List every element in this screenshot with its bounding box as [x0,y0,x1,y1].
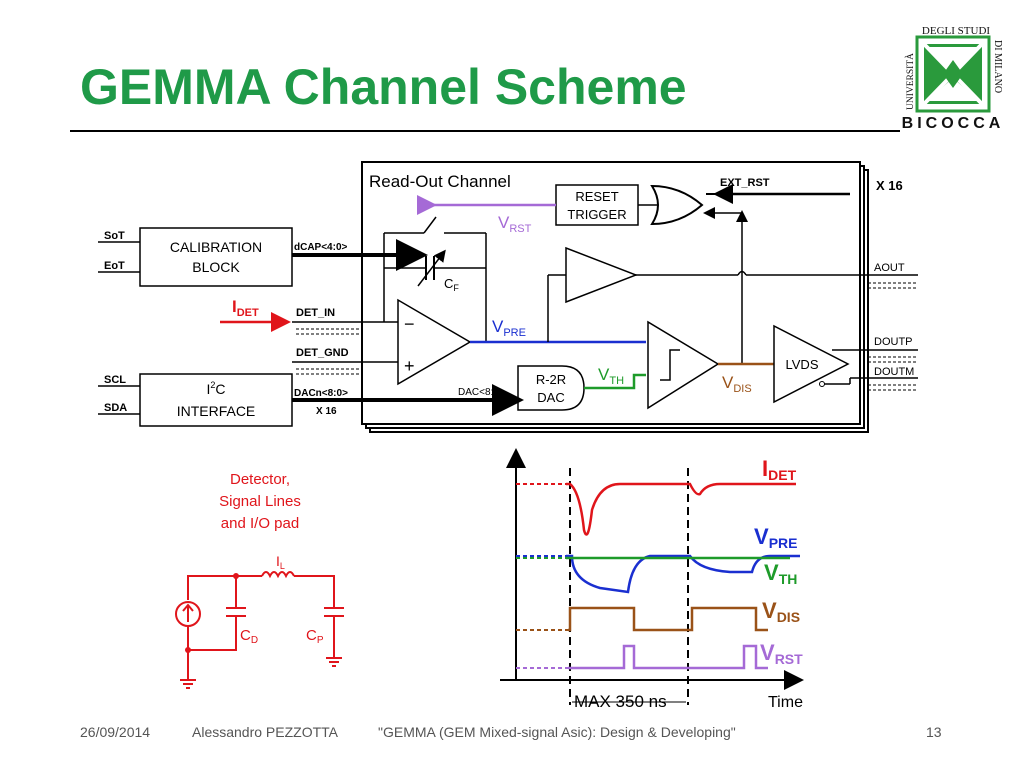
calibration-line2: BLOCK [192,259,240,275]
timing-diagram [500,448,804,705]
ext-rst-label: EXT_RST [720,177,770,189]
det-in-label: DET_IN [296,307,335,319]
detector-label-2: Signal Lines [219,493,301,510]
calibration-line1: CALIBRATION [170,239,262,255]
logo-left-text: UNIVERSITÀ [904,53,916,110]
dacn-label: DACn<8:0> [294,388,348,399]
title-divider [70,130,900,132]
i2c-interface-block [139,373,293,427]
reset-trigger-line2: TRIGGER [567,207,626,222]
doutm-label: DOUTM [874,366,914,378]
vpre-label: VPRE [492,317,526,339]
cp-label: CP [306,627,324,646]
logo-bottom-text: BICOCCA [902,115,1005,132]
timing-idet-label: IDET [762,456,797,483]
vrst-waveform [568,644,768,670]
footer-page-number: 13 [926,724,942,740]
channel-multiplier: X 16 [876,178,903,193]
timing-vpre-label: VPRE [754,524,797,551]
timing-vth-label: VTH [764,560,797,587]
dac-line2: DAC [537,390,564,405]
time-axis-label: Time [768,694,803,711]
vpre-waveform [566,554,800,594]
aout-label: AOUT [874,262,905,274]
charge-amplifier [397,298,472,386]
slide-title: GEMMA Channel Scheme [80,59,687,115]
comparator [647,320,720,410]
footer-date: 26/09/2014 [80,724,151,740]
footer-author: Alessandro PEZZOTTA [192,724,339,740]
timing-vrst-label: VRST [760,640,803,667]
dac-line1: R-2R [536,372,566,387]
il-label: IL [276,553,285,571]
idet-waveform [566,482,796,536]
amp-minus: − [404,314,415,334]
sda-label: SDA [104,402,127,414]
idet-input-label: IDET [232,297,259,319]
det-gnd-label: DET_GND [296,347,349,359]
amp-plus: + [404,356,415,376]
sot-label: SoT [104,230,125,242]
vdis-label: VDIS [722,373,752,395]
doutp-label: DOUTP [874,336,913,348]
reset-trigger-line1: RESET [575,189,618,204]
detector-label-1: Detector, [230,471,290,488]
calibration-block [139,227,293,287]
vdis-waveform [568,606,768,632]
detector-label-3: and I/O pad [221,515,299,532]
eot-label: EoT [104,260,125,272]
dcap-label: dCAP<4:0> [294,242,348,253]
lvds-label: LVDS [786,357,819,372]
i2c-line1: I2C [206,380,225,397]
footer-talk-title: "GEMMA (GEM Mixed-signal Asic): Design &… [378,724,736,740]
scl-label: SCL [104,374,126,386]
max-duration-label: MAX 350 ns [574,692,667,711]
readout-channel-title: Read-Out Channel [369,172,511,191]
university-logo: DEGLI STUDI UNIVERSITÀ DI MILANO BICOCCA [902,25,1005,132]
timing-vdis-label: VDIS [762,598,800,625]
vrst-label: VRST [498,213,532,235]
detector-circuit [175,571,344,689]
logo-top-text: DEGLI STUDI [922,25,990,37]
cf-label: CF [444,276,459,293]
dac-bus-label: DAC<8:0> [458,387,505,398]
vth-line [584,373,646,390]
i2c-mult-label: X 16 [316,406,337,417]
vth-label: VTH [598,365,624,387]
logo-right-text: DI MILANO [992,40,1003,93]
cd-label: CD [240,627,258,646]
i2c-line2: INTERFACE [177,403,256,419]
lvds-driver [773,324,850,404]
